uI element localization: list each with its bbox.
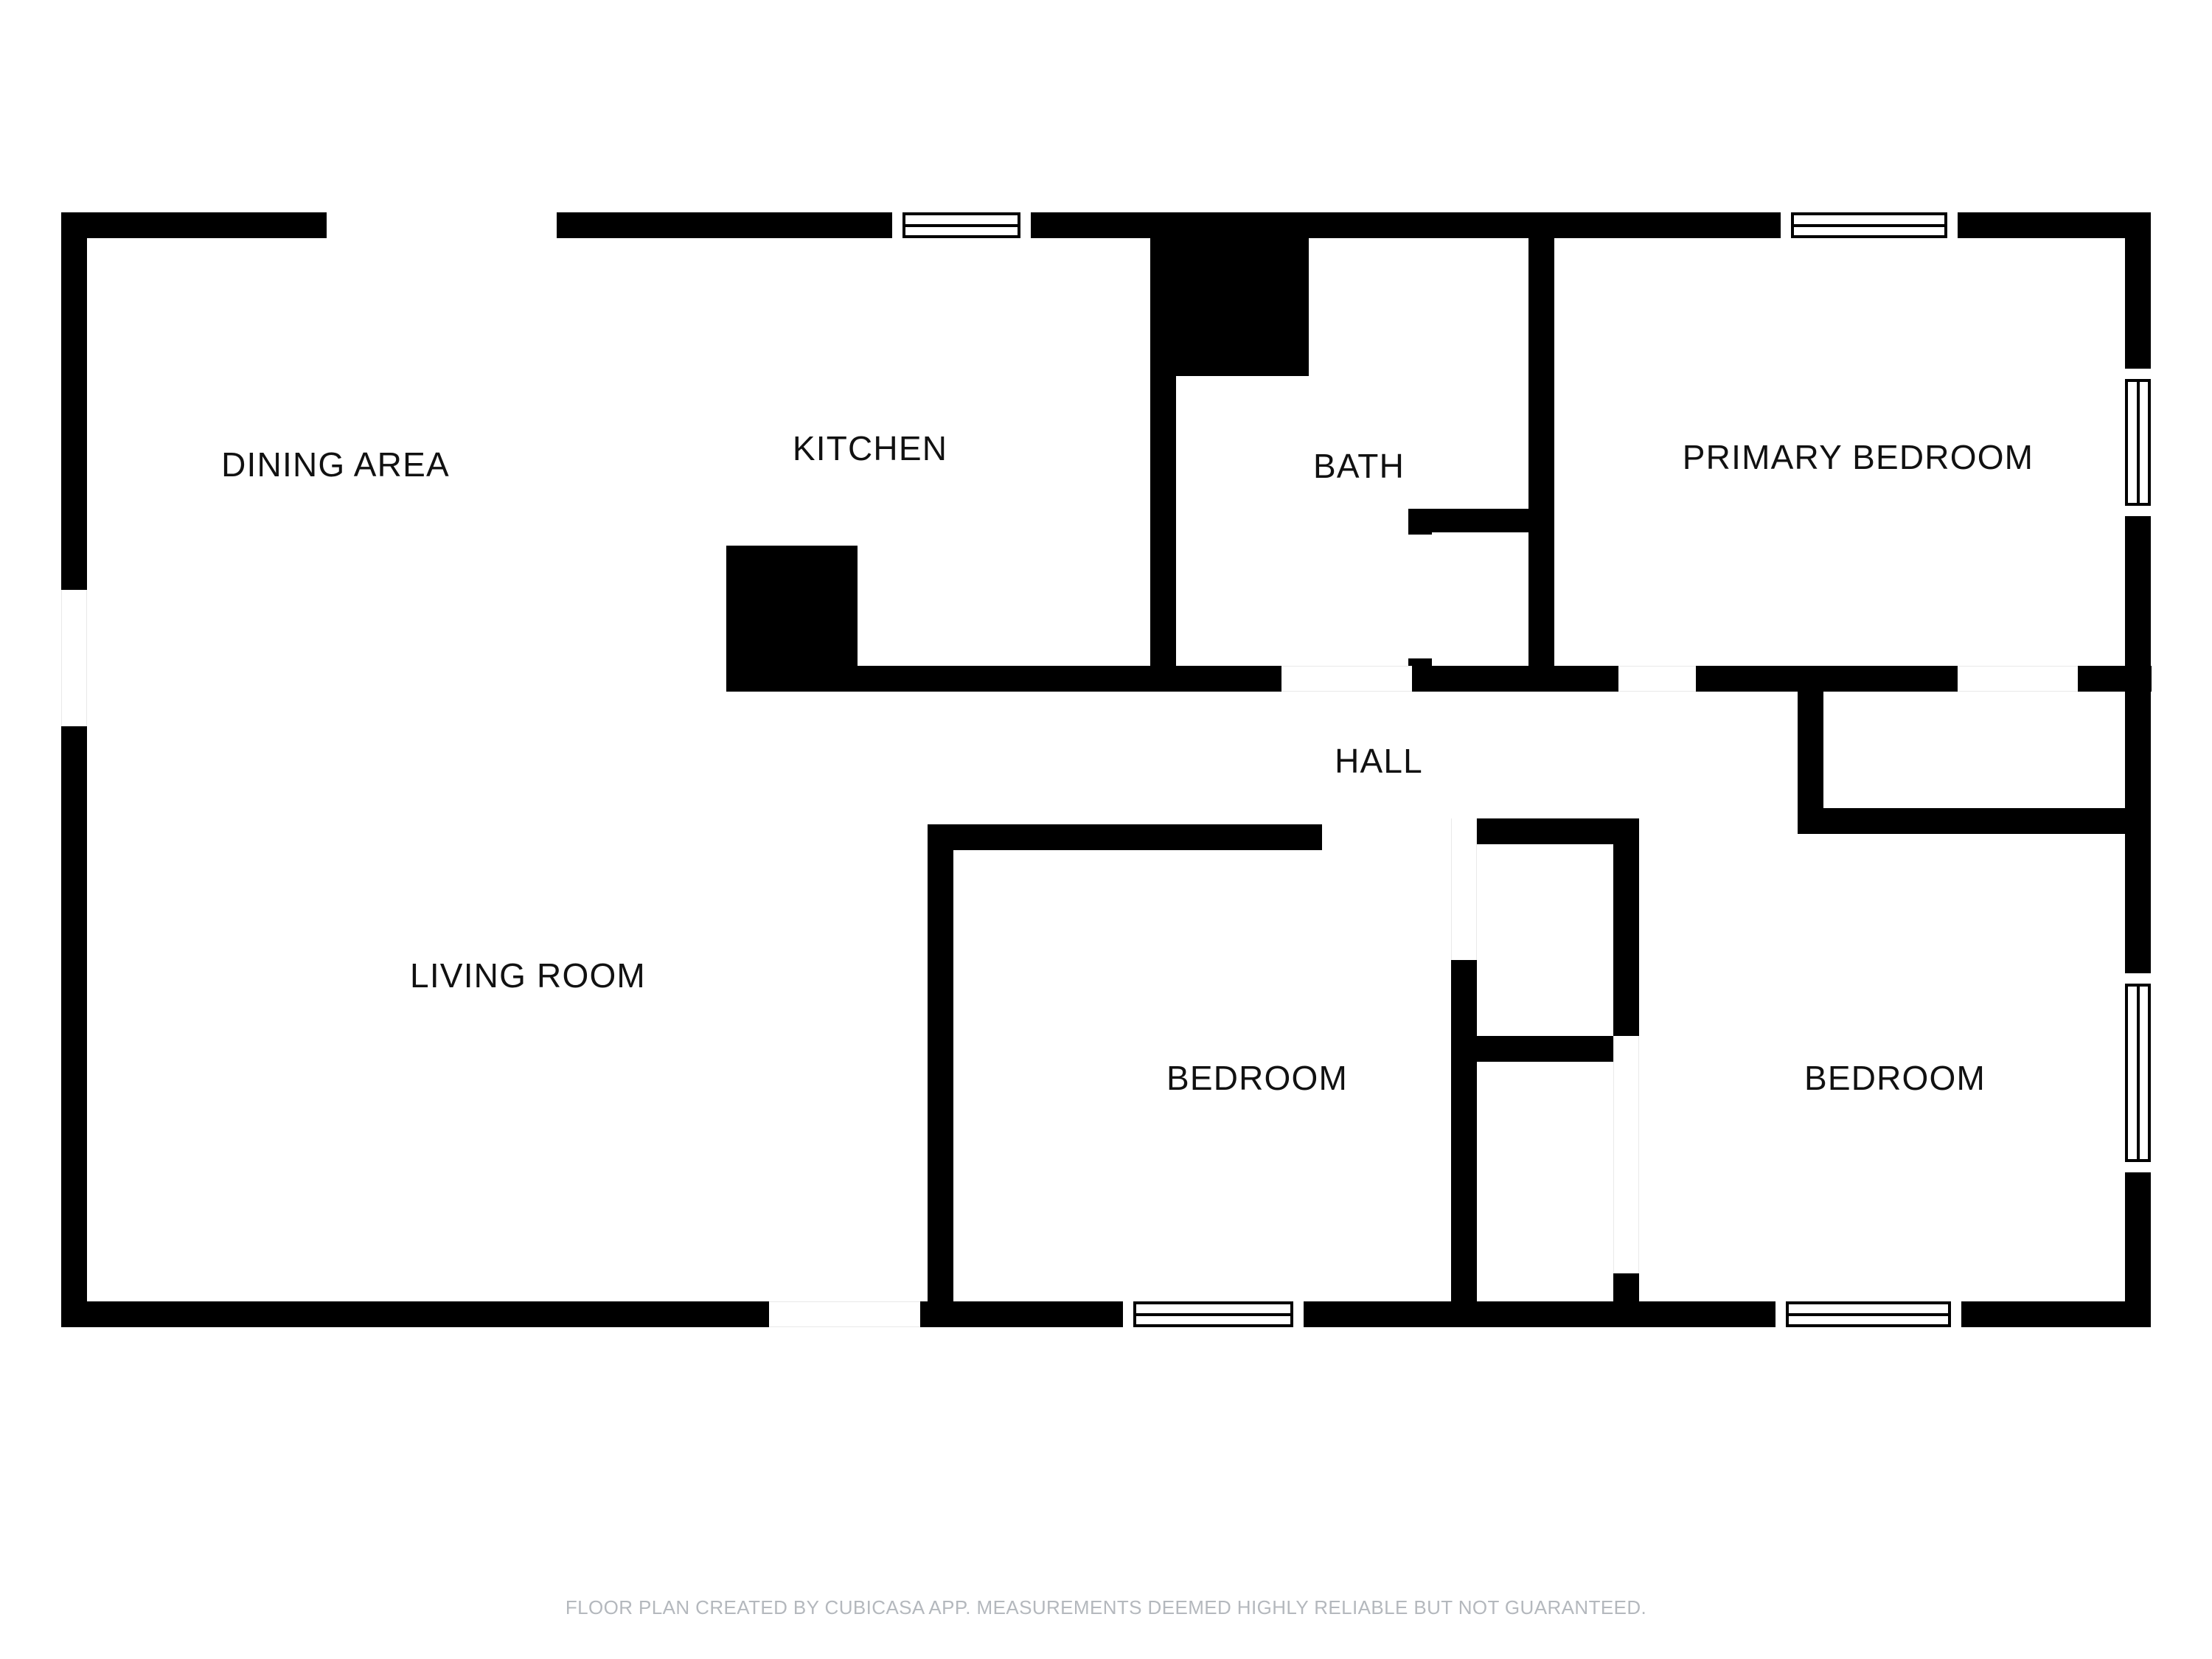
window-jamb	[2125, 973, 2151, 984]
primary-bedroom-window-top[interactable]	[1781, 212, 1958, 238]
exterior-right-lower	[2125, 1172, 2151, 1327]
closet-right-door[interactable]	[1613, 1036, 1639, 1273]
hall-to-living-opening[interactable]	[1281, 666, 1412, 692]
closet-mid-left	[1451, 959, 1477, 1327]
bath-primary-divider	[1528, 212, 1554, 692]
footer-disclaimer: FLOOR PLAN CREATED BY CUBICASA APP. MEAS…	[565, 1596, 1647, 1618]
bedroom-right-window-east[interactable]	[2125, 973, 2151, 1172]
primary-closet-left	[1798, 666, 1823, 834]
room-label-kitchen: KITCHEN	[792, 429, 948, 467]
exterior-top-after-win1	[1031, 212, 1150, 238]
room-label-dining_area: DINING AREA	[221, 445, 450, 484]
exterior-top-main	[557, 212, 892, 238]
window-jamb	[1781, 212, 1791, 238]
closet-mid-stub-bottom	[1613, 1272, 1639, 1327]
exterior-right-mid	[2125, 516, 2151, 973]
primary-bedroom-window-east[interactable]	[2125, 369, 2151, 516]
window-jamb	[1951, 1301, 1961, 1327]
window-jamb	[1775, 1301, 1786, 1327]
window-jamb	[1020, 212, 1031, 238]
living-patio-door[interactable]	[769, 1301, 920, 1327]
window-sash	[902, 212, 1020, 238]
closet-left-door[interactable]	[1451, 818, 1477, 960]
kitchen-window-top[interactable]	[892, 212, 1031, 238]
exterior-left-upper	[61, 212, 87, 590]
bedroom-left-window-south[interactable]	[1123, 1301, 1304, 1327]
hall-top-right-seg	[1696, 666, 1958, 692]
window-jamb	[892, 212, 902, 238]
hall-top-right-end	[2078, 666, 2152, 692]
closet-mid-right	[1613, 818, 1639, 1062]
room-label-bath: BATH	[1312, 447, 1405, 485]
window-jamb	[1293, 1301, 1304, 1327]
bedroom-left-top	[928, 824, 1322, 850]
hall-top-left-seg	[1176, 666, 1281, 692]
dining-entry-door[interactable]	[61, 590, 87, 726]
primary-closet-bottom	[1798, 808, 2126, 834]
exterior-top-left-stub	[61, 212, 327, 238]
bedroom-left-side	[928, 824, 953, 1327]
room-label-bedroom_right: BEDROOM	[1804, 1059, 1986, 1097]
kitchen-counter-block	[726, 546, 858, 692]
bedroom-right-window-south[interactable]	[1775, 1301, 1961, 1327]
window-jamb	[1947, 212, 1958, 238]
exterior-bottom-living	[61, 1301, 769, 1327]
window-jamb	[1123, 1301, 1133, 1327]
bath-closet-left-stub-bot	[1408, 658, 1432, 692]
window-sash	[1133, 1301, 1293, 1327]
room-label-bedroom_left: BEDROOM	[1166, 1059, 1349, 1097]
exterior-bottom-right-end	[1961, 1301, 2151, 1327]
room-label-hall: HALL	[1335, 742, 1423, 780]
closet-mid-top	[1451, 818, 1639, 844]
window-sash	[2125, 379, 2151, 506]
primary-bedroom-door[interactable]	[1958, 666, 2078, 692]
exterior-left-lower	[61, 726, 87, 1327]
window-sash	[1791, 212, 1947, 238]
window-jamb	[2125, 369, 2151, 379]
room-label-living_room: LIVING ROOM	[410, 956, 646, 995]
hall-top-bath-seg	[1412, 666, 1618, 692]
closet-mid-divider	[1451, 1036, 1639, 1062]
exterior-bottom-to-right	[1304, 1301, 1775, 1327]
window-jamb	[2125, 1162, 2151, 1172]
window-sash	[2125, 984, 2151, 1162]
room-label-primary_bedroom: PRIMARY BEDROOM	[1682, 438, 2034, 476]
window-jamb	[2125, 506, 2151, 516]
exterior-bottom-mid	[920, 1301, 1123, 1327]
window-sash	[1786, 1301, 1951, 1327]
exterior-right-upper	[2125, 212, 2151, 369]
exterior-top-after-win2	[1958, 212, 2151, 238]
bath-door-opening[interactable]	[1618, 666, 1696, 692]
kitchen-upper-closet-block	[1150, 212, 1309, 376]
bath-closet-left-stub-top	[1408, 509, 1432, 535]
